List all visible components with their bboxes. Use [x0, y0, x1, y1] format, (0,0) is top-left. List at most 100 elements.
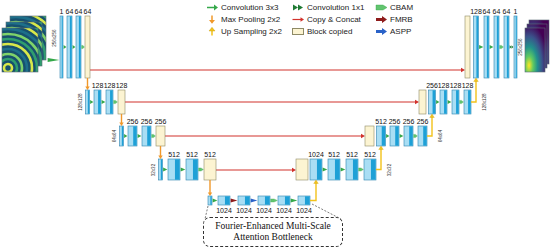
size-label: 64x64 — [113, 130, 118, 142]
feature-map-side — [210, 196, 211, 204]
image-ring — [2, 54, 22, 72]
feature-map-side — [175, 159, 180, 179]
size-label: 128x128 — [483, 93, 488, 110]
up-sample — [209, 27, 215, 31]
feature-map-side — [433, 90, 436, 113]
legend-symbol — [292, 3, 304, 12]
image-ring — [2, 28, 38, 72]
feature-map-side — [265, 196, 270, 204]
fmrb-sample — [376, 16, 387, 23]
skip-connection — [165, 135, 362, 136]
cbam-arrow — [359, 168, 364, 171]
channel-count: 128 — [92, 82, 104, 89]
feature-map — [218, 196, 230, 205]
image-ring — [2, 28, 38, 72]
image-ring — [2, 28, 38, 72]
skip-connection — [90, 69, 462, 70]
channel-count: 128 — [104, 82, 116, 89]
channel-count: 1024 — [236, 207, 252, 214]
feature-map-side — [444, 90, 447, 113]
image-ring — [10, 16, 46, 60]
legend-text: Copy & Concat — [307, 16, 361, 24]
feature-map — [328, 159, 340, 180]
legend-text: Block copied — [307, 28, 352, 36]
image-ring — [2, 29, 38, 72]
copy-sample — [293, 19, 302, 20]
up-sampling-arrow-head — [379, 146, 384, 150]
copied-block — [465, 16, 470, 78]
channel-count: 1024 — [216, 207, 232, 214]
conv1-sample — [293, 5, 298, 11]
feature-map-side — [456, 90, 459, 113]
feature-map — [474, 16, 479, 78]
conv-arrow — [124, 134, 127, 138]
feature-map-side — [395, 126, 398, 145]
conv-arrow — [341, 168, 346, 172]
legend-symbol — [206, 3, 218, 12]
feature-map-side — [305, 196, 310, 204]
legend-symbol — [375, 3, 387, 12]
channel-count: 64 — [503, 8, 511, 15]
channel-count: 256 — [155, 118, 167, 125]
legend-text: Up Sampling 2x2 — [221, 28, 282, 36]
feature-map-side — [122, 126, 123, 145]
channel-count: 1024 — [256, 207, 272, 214]
feature-map — [346, 159, 358, 180]
channel-count: 64 — [66, 8, 74, 15]
feature-map — [504, 16, 509, 78]
size-label: 256x256 — [53, 29, 58, 46]
feature-map-side — [468, 90, 471, 113]
conv-sample — [214, 5, 218, 11]
copied-block — [85, 16, 90, 78]
cbam-arrow — [199, 168, 204, 171]
skip-connection-head — [361, 134, 365, 138]
feature-map-side — [497, 16, 499, 77]
feature-map-side — [98, 90, 101, 113]
max-pool-arrow-head — [158, 156, 162, 160]
channel-count: 512 — [375, 118, 387, 125]
channel-count: 128 — [116, 82, 128, 89]
feature-map-side — [409, 126, 412, 145]
size-label: 32x32 — [388, 163, 393, 175]
feature-map — [404, 126, 413, 146]
channel-count: 256 — [417, 118, 429, 125]
conv1x1-arrow — [512, 45, 514, 49]
copied-block — [204, 159, 216, 180]
feature-map — [298, 196, 310, 205]
feature-map-side — [515, 16, 517, 77]
cbam-arrow — [414, 134, 418, 137]
feature-map — [258, 196, 270, 205]
channel-count: 512 — [364, 151, 376, 158]
legend-item: Max Pooling 2x2 — [206, 14, 280, 25]
image-ring — [4, 64, 12, 72]
red-sample — [301, 17, 305, 21]
max-pool-arrow-head — [208, 193, 212, 197]
feature-map-side — [193, 159, 198, 179]
size-label: 32x32 — [152, 163, 157, 175]
image-ring — [2, 59, 17, 72]
legend-symbol — [206, 27, 218, 36]
bottleneck-callout-box: Fourier-Enhanced Multi-Scale Attention B… — [203, 217, 343, 247]
channel-count: 64 — [483, 8, 491, 15]
feature-map-side — [61, 16, 63, 77]
aspp-arrow — [251, 199, 258, 203]
channel-count: 512 — [204, 151, 216, 158]
feature-map-side — [110, 90, 113, 113]
feature-map — [514, 16, 517, 78]
feature-map — [67, 16, 72, 78]
input-image — [0, 0, 75, 115]
size-label: 256x256 — [519, 38, 524, 55]
feature-map-side — [371, 159, 376, 179]
feature-map-side — [507, 16, 509, 77]
channel-count: 1024 — [296, 207, 312, 214]
legend-item: Block copied — [292, 26, 352, 37]
legend-text: Convolution 3x3 — [221, 4, 278, 12]
feature-map — [377, 126, 386, 146]
channel-count: 1 — [514, 8, 518, 15]
feature-map — [440, 90, 447, 114]
feature-map — [390, 126, 399, 146]
feature-map — [60, 16, 63, 78]
legend-swatch — [292, 28, 304, 35]
legend-item: Convolution 1x1 — [292, 2, 364, 13]
skip-connection-head — [292, 168, 296, 172]
